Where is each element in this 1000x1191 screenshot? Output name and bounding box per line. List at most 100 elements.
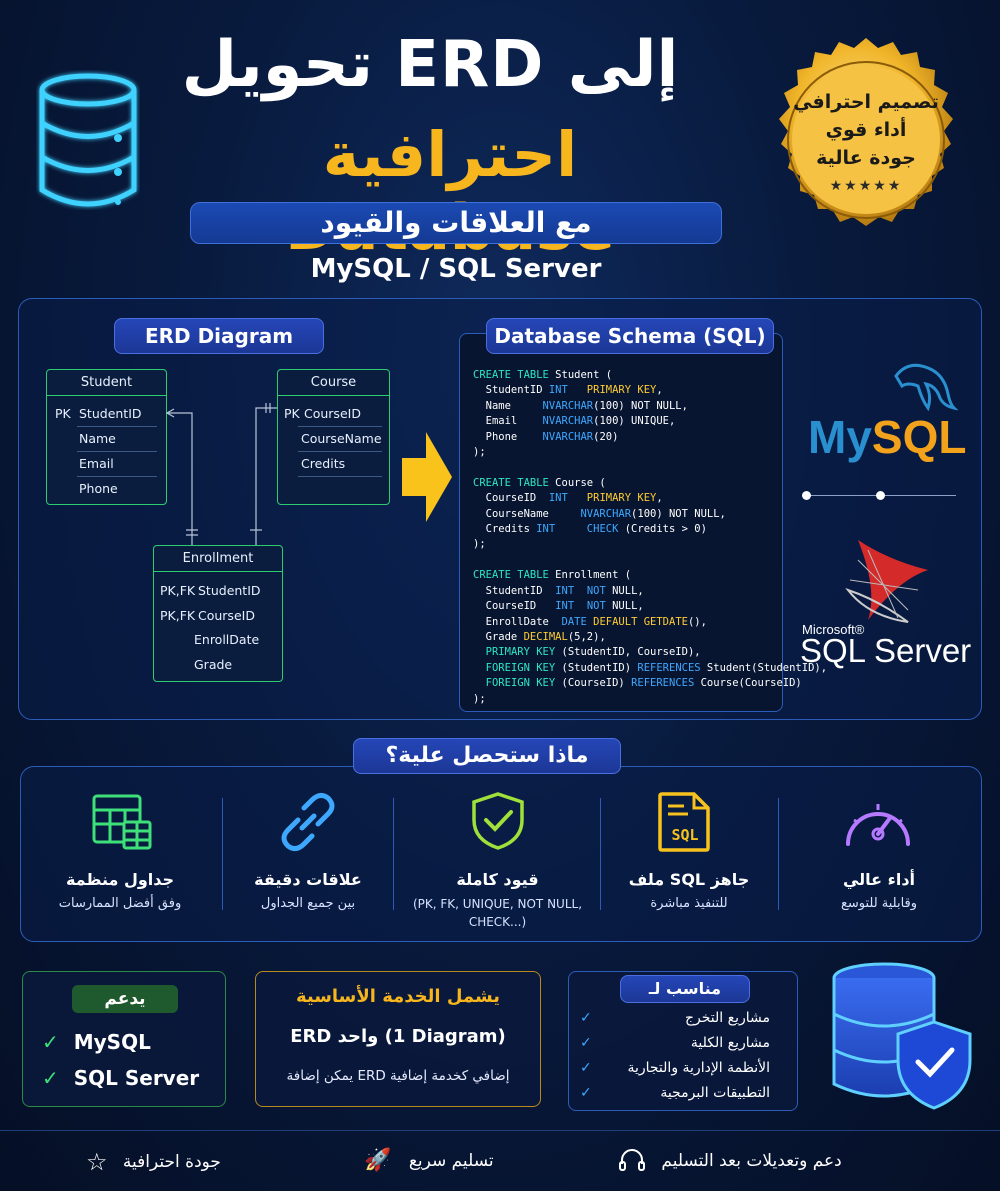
suitable-item: ✓ مشاريع الكلية [580,1035,770,1060]
seal-text: تصميم احترافي أداء قوي جودة عالية [788,88,944,172]
star-icon: ☆ [86,1148,108,1176]
entity-student-pk: PK [55,406,71,421]
entity-student-field: Email [79,456,114,471]
suitable-item-label: التطبيقات البرمجية [660,1085,770,1101]
basic-service-main: ERD واحد (1 Diagram) [290,1026,506,1047]
footer-divider [0,1130,1000,1131]
feature-relations: علاقات دقيقة بين جميع الجداول [228,870,388,913]
feature-subtitle: بين جميع الجداول [260,896,356,911]
footer-quality: ☆ جودة احترافية [86,1148,221,1176]
feature-subtitle: للتنفيذ مباشرة [650,896,728,911]
headset-icon [619,1149,645,1171]
arrow-right-icon [402,432,452,522]
mysql-logo-sql: SQL [871,411,967,463]
microsoft-label: Microsoft® [802,622,865,637]
database-icon [39,73,137,207]
feature-constraints: قيود كاملة (PK, FK, UNIQUE, NOT NULL, CH… [400,870,595,931]
entity-student-field: Phone [79,481,118,496]
footer-delivery: 🚀 تسليم سريع [364,1148,494,1173]
entity-course: Course PK CourseID CourseName Credits [277,369,390,505]
supports-item-label: MySQL [73,1030,151,1054]
feature-subtitle: (PK, FK, UNIQUE, NOT NULL, CHECK...) [412,897,583,929]
feature-performance: أداء عالي وقابلية للتوسع [786,870,972,913]
suitable-item-label: مشاريع التخرج [685,1010,770,1026]
subtitle-bar: مع العلاقات والقيود [190,202,722,244]
sql-code: CREATE TABLE Student ( StudentID INT PRI… [473,369,828,705]
check-icon: ✓ [42,1030,59,1054]
table-icon [92,794,152,850]
check-icon: ✓ [42,1066,59,1090]
entity-enrollment-title: Enrollment [154,546,282,572]
entity-student-field: StudentID [79,406,142,421]
entity-student-title: Student [47,370,166,396]
entity-enrollment-key: PK,FK [160,608,196,623]
entity-course-field: Credits [301,456,346,471]
sql-code-box: CREATE TABLE Student ( StudentID INT PRI… [459,333,827,712]
entity-enrollment-field: StudentID [198,583,261,598]
shield-check-icon [472,792,524,850]
feature-title: أداء عالي [842,870,916,889]
entity-enrollment-field: CourseID [198,608,255,623]
feature-sql-file: ملف SQL جاهز للتنفيذ مباشرة [606,870,772,913]
divider-dot [876,491,885,500]
sql-file-icon [658,792,710,852]
footer-delivery-label: تسليم سريع [408,1150,494,1171]
erd-heading: ERD Diagram [114,318,324,354]
seal-stars: ★★★★★ [829,178,903,194]
footer-quality-label: جودة احترافية [122,1152,221,1172]
row-divider [77,426,157,427]
row-divider [298,451,382,452]
mysql-logo-my: My [808,411,872,463]
suitable-item-label: الأنظمة الإدارية والتجارية [627,1060,770,1076]
row-divider [77,451,157,452]
entity-enrollment-field: EnrollDate [194,632,260,647]
dolphin-icon [894,363,958,412]
feature-title: ملف SQL جاهز [628,870,750,889]
feature-title: جداول منظمة [65,870,175,889]
seal-line-1: تصميم احترافي [793,91,939,113]
mysql-logo: MySQL [808,410,966,464]
check-icon: ✓ [580,1035,592,1051]
seal-line-3: جودة عالية [816,147,916,169]
row-divider [77,476,157,477]
entity-enrollment: Enrollment PK,FK StudentID PK,FK CourseI… [153,545,283,682]
title-line-1: تحويل ERD إلى [181,28,679,102]
sql-server-logo: SQL Server [800,632,972,669]
entity-course-title: Course [278,370,389,396]
entity-course-pk: PK [284,406,300,421]
platforms-subtitle: MySQL / SQL Server [310,254,602,284]
sql-schema-heading: Database Schema (SQL) [486,318,774,354]
entity-enrollment-field: Grade [194,657,233,672]
feature-title: قيود كاملة [456,870,539,889]
link-icon [281,792,335,852]
basic-service-box [255,971,541,1107]
supports-heading: يدعم [72,985,178,1013]
feature-tables: جداول منظمة وفق أفضل الممارسات [30,870,210,913]
suitable-item: ✓التطبيقات البرمجية [580,1085,770,1110]
check-icon: ✓ [580,1010,592,1026]
seal-line-2: أداء قوي [825,119,907,141]
basic-service-note: يمكن إضافة ERD إضافي كخدمة إضافية [286,1068,510,1084]
feature-separator [222,798,223,910]
quality-seal-icon [779,38,953,226]
suitable-item: ✓ مشاريع التخرج [580,1010,770,1035]
suitable-item: ✓ الأنظمة الإدارية والتجارية [580,1060,770,1085]
suitable-heading: مناسب لـ [620,975,750,1003]
basic-service-heading: يشمل الخدمة الأساسية [295,986,501,1007]
features-heading: ماذا ستحصل علية؟ [353,738,621,774]
speedometer-icon [846,804,910,846]
feature-separator [778,798,779,910]
feature-separator [600,798,601,910]
entity-enrollment-key: PK,FK [160,583,196,598]
feature-subtitle: وقابلية للتوسع [840,896,918,911]
footer-support: دعم وتعديلات بعد التسليم [618,1148,842,1174]
check-icon: ✓ [580,1060,592,1076]
sql-server-emblem-icon [845,540,928,623]
row-divider [298,426,382,427]
row-divider [298,476,382,477]
suitable-list: ✓ مشاريع التخرج ✓ مشاريع الكلية ✓ الأنظمة ا… [580,1010,770,1110]
feature-separator [393,798,394,910]
suitable-item-label: مشاريع الكلية [690,1035,770,1051]
feature-subtitle: وفق أفضل الممارسات [58,896,182,911]
entity-course-field: CourseName [301,431,382,446]
